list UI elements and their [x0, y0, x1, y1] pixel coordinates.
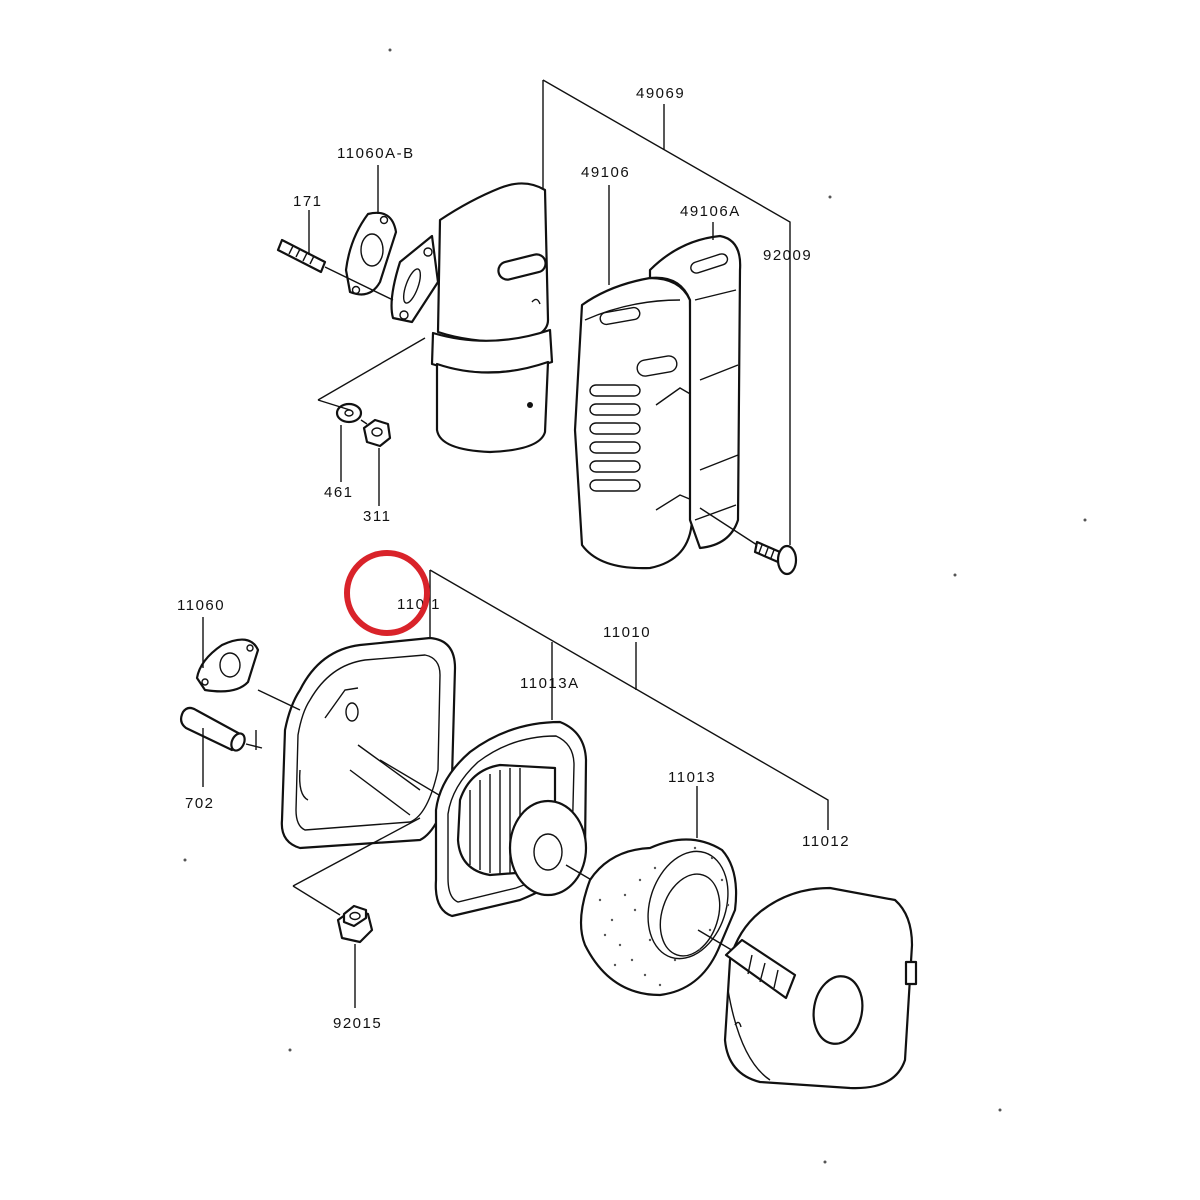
mount-leaders-upper: [317, 337, 426, 506]
label-171: 171: [293, 193, 323, 210]
exhaust-flange: [390, 234, 440, 324]
gasket-11060a-b: [344, 211, 398, 296]
muffler-body: [430, 182, 554, 454]
label-11060: 11060: [177, 597, 225, 614]
label-11060a-b: 11060A-B: [337, 145, 415, 162]
air-cleaner-base: [280, 636, 457, 850]
label-11013a: 11013A: [520, 675, 580, 692]
filter-element-11013a: [434, 720, 588, 918]
leader-49069: [542, 79, 791, 545]
label-11012: 11012: [802, 833, 850, 850]
gasket-11060: [195, 638, 301, 711]
air-cleaner-cover-11012: [723, 886, 918, 1090]
label-11010: 11010: [603, 624, 651, 641]
mount-leaders-lower: [292, 817, 421, 1008]
label-49106: 49106: [581, 164, 630, 181]
label-110x1: 110 1: [397, 596, 441, 613]
stud-171: [276, 238, 394, 301]
bolt-92009: [699, 507, 798, 576]
label-92009: 92009: [763, 247, 812, 264]
breather-tube-702: [179, 706, 263, 752]
foam-texture: [598, 846, 730, 987]
nut-92015: [336, 904, 374, 944]
highlight-circle: [344, 550, 430, 636]
label-11013: 11013: [668, 769, 716, 786]
heat-shield-49106a: [648, 234, 742, 550]
nut-311: [362, 418, 392, 448]
print-specks: [183, 48, 1087, 1164]
foam-element-11013: [579, 838, 738, 997]
label-702: 702: [185, 795, 215, 812]
label-49106a: 49106A: [680, 203, 741, 220]
label-311: 311: [363, 508, 391, 525]
leader-11010: [429, 569, 829, 838]
heat-shield-49106: [573, 276, 694, 570]
label-461: 461: [324, 484, 354, 501]
label-49069: 49069: [636, 85, 685, 102]
label-92015: 92015: [333, 1015, 382, 1032]
air-cleaner-assembly: 11060 110 1 11010 11013A 702 11013 11012…: [177, 569, 918, 1090]
muffler-assembly: 49069 11060A-B 171 49106 49106A 92009 46…: [276, 79, 812, 576]
